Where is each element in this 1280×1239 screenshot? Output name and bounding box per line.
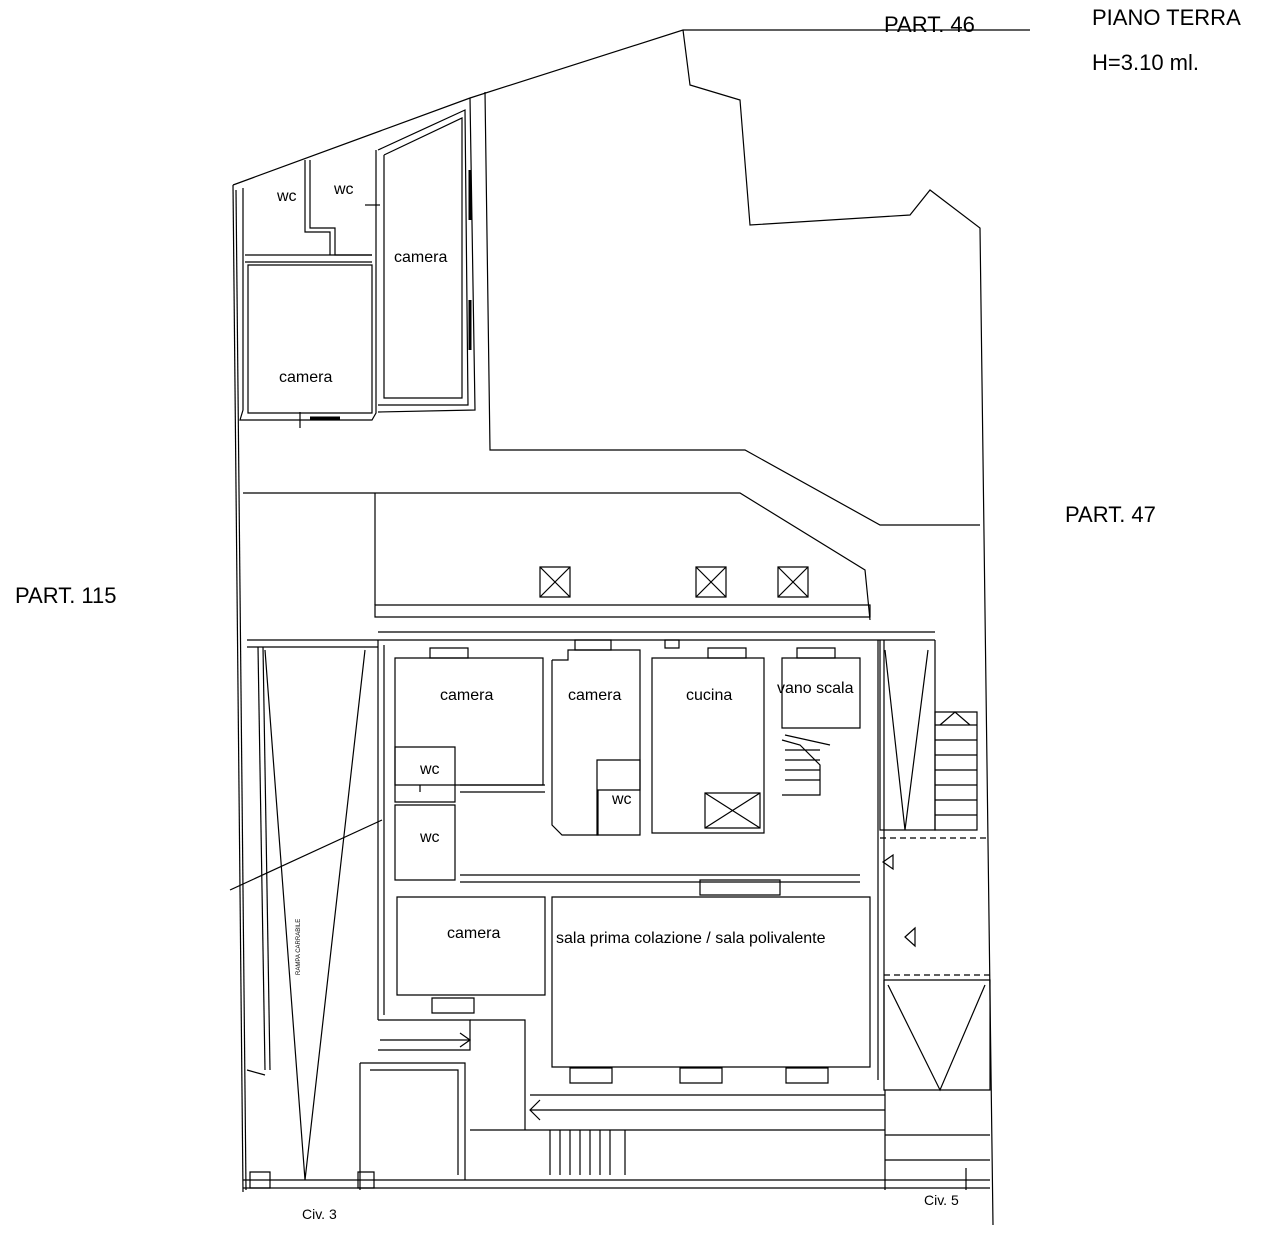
main-building-walls	[375, 605, 935, 1080]
room-label-camera: camera	[394, 249, 448, 266]
entrance-label-civ5: Civ. 5	[924, 1192, 959, 1208]
room-outlines	[395, 650, 870, 1067]
room-label-cucina: cucina	[686, 687, 733, 704]
parcel-label-east: PART. 47	[1065, 502, 1156, 527]
entrance-label-civ3: Civ. 3	[302, 1206, 337, 1222]
room-label-wc: wc	[334, 181, 354, 198]
floor-title: PIANO TERRA	[1092, 5, 1241, 30]
bottom-zone	[243, 998, 990, 1190]
ramp-label: RAMPA CARRABILE	[296, 918, 302, 975]
room-label-wc: wc	[420, 761, 440, 778]
skylight-icon	[540, 567, 808, 597]
room-label-camera: camera	[447, 925, 501, 942]
parcel-label-west: PART. 115	[15, 583, 117, 608]
room-label-wc: wc	[612, 791, 632, 808]
room-label-vano-scala: vano scala	[777, 680, 854, 697]
upper-block-walls	[240, 98, 475, 428]
room-label-sala: sala prima colazione / sala polivalente	[556, 930, 826, 947]
room-label-camera: camera	[440, 687, 494, 704]
room-label-camera: camera	[279, 369, 333, 386]
courtyard-lines	[243, 92, 980, 620]
parcel-label-north: PART. 46	[884, 12, 975, 37]
room-label-wc: wc	[277, 188, 297, 205]
right-corridors	[880, 640, 990, 1090]
ramp-strip	[230, 640, 382, 1180]
height-note: H=3.10 ml.	[1092, 50, 1199, 75]
room-label-camera: camera	[568, 687, 622, 704]
room-label-wc: wc	[420, 829, 440, 846]
window-marks	[430, 640, 835, 658]
site-boundary	[233, 30, 1030, 1225]
